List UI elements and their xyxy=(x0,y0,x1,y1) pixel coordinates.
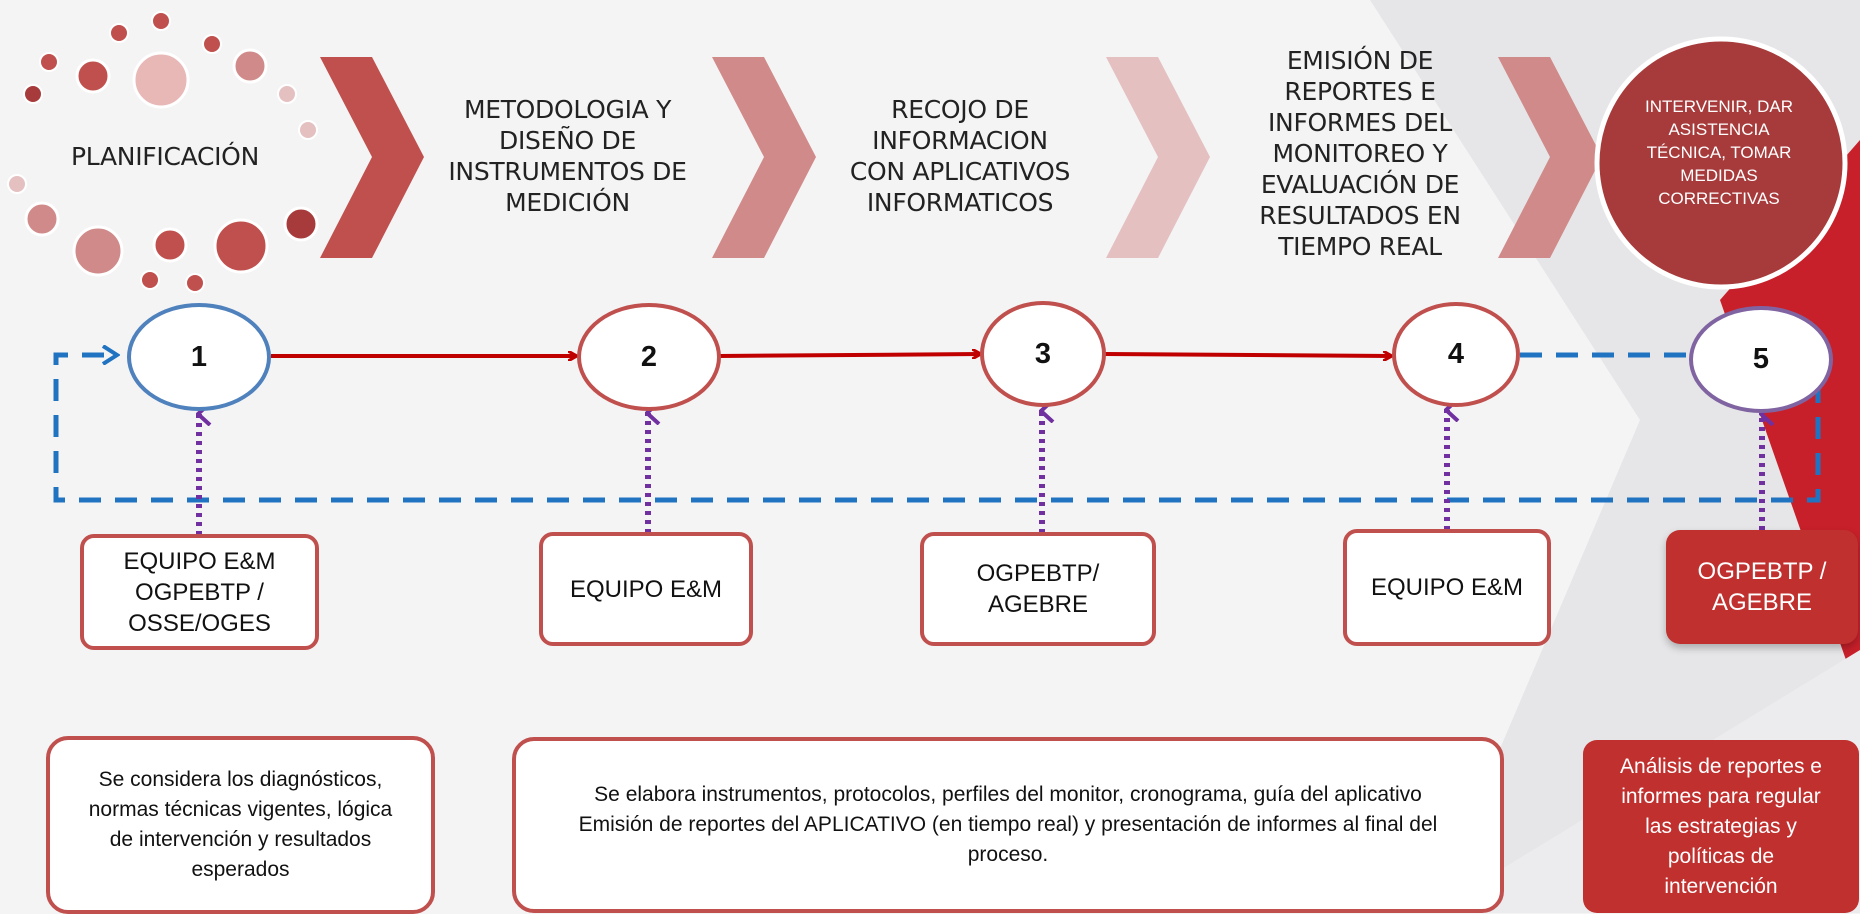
stage-planificacion: PLANIFICACIÓN xyxy=(71,142,259,171)
responsible-box-3: OGPEBTP/ AGEBRE xyxy=(920,532,1156,646)
stage-intervenir: INTERVENIR, DAR ASISTENCIA TÉCNICA, TOMA… xyxy=(1645,97,1793,208)
chevron-2 xyxy=(712,57,816,258)
chevron-1 xyxy=(320,57,424,258)
node-5: 5 xyxy=(1689,306,1833,413)
stage-recojo: RECOJO DE INFORMACION CON APLICATIVOS IN… xyxy=(849,95,1071,217)
chevron-4 xyxy=(1498,57,1602,258)
stage-emision: EMISIÓN DE REPORTES E INFORMES DEL MONIT… xyxy=(1259,46,1461,261)
stage-metodologia: METODOLOGIA Y DISEÑO DE INSTRUMENTOS DE … xyxy=(448,95,687,217)
node-1: 1 xyxy=(127,303,271,411)
responsible-box-2: EQUIPO E&M xyxy=(539,532,753,646)
node-2: 2 xyxy=(577,303,721,411)
responsible-box-4: EQUIPO E&M xyxy=(1343,529,1551,646)
node-3: 3 xyxy=(980,301,1106,407)
analysis-description: Análisis de reportes e informes para reg… xyxy=(1583,740,1859,913)
responsible-box-5: OGPEBTP / AGEBRE xyxy=(1666,530,1858,644)
planning-description: Se considera los diagnósticos, normas té… xyxy=(46,736,435,914)
node-4: 4 xyxy=(1392,302,1520,407)
responsible-box-1: EQUIPO E&M OGPEBTP / OSSE/OGES xyxy=(80,534,319,650)
process-description: Se elabora instrumentos, protocolos, per… xyxy=(512,737,1504,913)
chevron-3 xyxy=(1106,57,1210,258)
